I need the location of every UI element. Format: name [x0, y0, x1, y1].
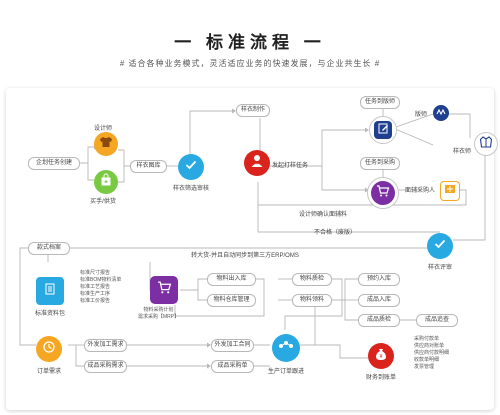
shopping-bag-icon: [99, 173, 113, 192]
ruler-icon: [436, 104, 446, 122]
money-bag-icon: ¥: [374, 347, 388, 366]
assign-pattern-ring: [369, 116, 397, 144]
mat-in-box: 物料出入库: [207, 273, 256, 286]
svg-text:¥: ¥: [380, 354, 383, 360]
assign-purchase-box: 任务到采购: [360, 157, 400, 170]
qc-track-box: 成品追查: [416, 314, 458, 327]
fabric-buyer-node: [440, 181, 460, 201]
sample-review-node: [427, 233, 453, 259]
standard-pack-label: 标准资料包: [34, 311, 65, 317]
flow-icon: [278, 339, 294, 357]
fg-purchase-box: 成品采购需求: [84, 360, 127, 373]
sample-library-box: 样衣图库: [130, 160, 167, 173]
assign-pattern-box: 任务到版师: [360, 96, 400, 109]
finance-node: ¥: [368, 343, 394, 369]
sample-select-node: [178, 154, 204, 180]
fg-qc-box: 成品质检: [358, 314, 400, 327]
sample-making-box: 样衣制作: [236, 104, 270, 117]
buyer-label: 买手/供货: [90, 199, 116, 205]
edit-icon: [378, 121, 389, 139]
standard-pack-node: [36, 277, 64, 305]
sample-select-label: 样衣筛选审核: [172, 186, 209, 192]
pattern-task-label: 发起打样任务: [272, 163, 309, 169]
clock-icon: [42, 340, 56, 359]
fabric-buyer-label: 面辅采购人: [404, 188, 435, 194]
cart-icon: [376, 184, 390, 203]
diagram-panel: [6, 88, 494, 410]
page-title: 一 标准流程 一: [174, 33, 326, 52]
document-icon: [43, 282, 57, 301]
buyer-node: [94, 170, 118, 194]
pattern-edit-node: [374, 121, 392, 139]
designer-label: 设计师: [93, 126, 112, 132]
checkmark-icon: [184, 158, 198, 177]
jacket-icon: [479, 135, 493, 154]
sample-worker-label: 样衣师: [452, 149, 471, 155]
order-demand-node: [36, 336, 62, 362]
order-demand-label: 订单需求: [36, 369, 61, 375]
outsource-demand-box: 外发加工需求: [84, 339, 127, 352]
material-plan-node: [150, 276, 178, 304]
pattern-task-node: [244, 150, 270, 176]
finance-notes: 采购付款单 供应商对账单 供应商付款明细 收款单明细 发票管理: [414, 336, 450, 370]
sample-worker-node: [474, 132, 498, 156]
designer-node: [94, 132, 118, 156]
reject-label: 不合格（废版）: [313, 230, 356, 236]
mat-issue-box: 物料领料: [292, 294, 332, 307]
prod-in-box: 预约入库: [358, 273, 400, 286]
create-task-box: 企划任务创建: [28, 157, 80, 170]
designer-confirm-label: 设计师确认面辅料: [298, 212, 347, 218]
finance-label: 财务到账单: [365, 375, 396, 381]
sample-review-label: 样衣评审: [427, 265, 452, 271]
mat-check-box: 物料质检: [292, 273, 332, 286]
pattern-maker-label: 版师: [414, 112, 427, 118]
material-plan-label: 物料采购计划 需求采购【MRP】: [138, 307, 180, 320]
tech-pack-box: 款式档案: [28, 242, 70, 255]
outsource-contract-box: 外发加工合同: [211, 339, 254, 352]
person-icon: [249, 153, 265, 174]
mat-warehouse-box: 物料仓库管理: [207, 294, 256, 307]
pattern-maker-node: [433, 105, 449, 121]
fg-in-box: 成品入库: [358, 294, 400, 307]
tech-notes: 标准尺寸报告 标准BOM物料清单 标准工艺报告 标准生产工序 标准工价报告: [80, 270, 122, 304]
assign-purchase-ring: [367, 177, 399, 209]
cart-icon: [157, 280, 172, 300]
page-subtitle: # 适合各种业务模式，灵活适应业务的快速发展，与企业共生长 #: [119, 59, 381, 68]
prod-order-node: [272, 334, 300, 362]
checkmark-icon: [433, 237, 447, 256]
shirt-icon: [99, 135, 113, 154]
sync-erp-label: 转大货-并且自动同步到第三方ERP/OMS: [191, 253, 299, 259]
fabric-icon: [444, 182, 456, 200]
prod-order-label: 生产订单跟进: [267, 369, 304, 375]
fg-order-box: 成品采购单: [211, 360, 254, 373]
purchase-node: [371, 181, 395, 205]
